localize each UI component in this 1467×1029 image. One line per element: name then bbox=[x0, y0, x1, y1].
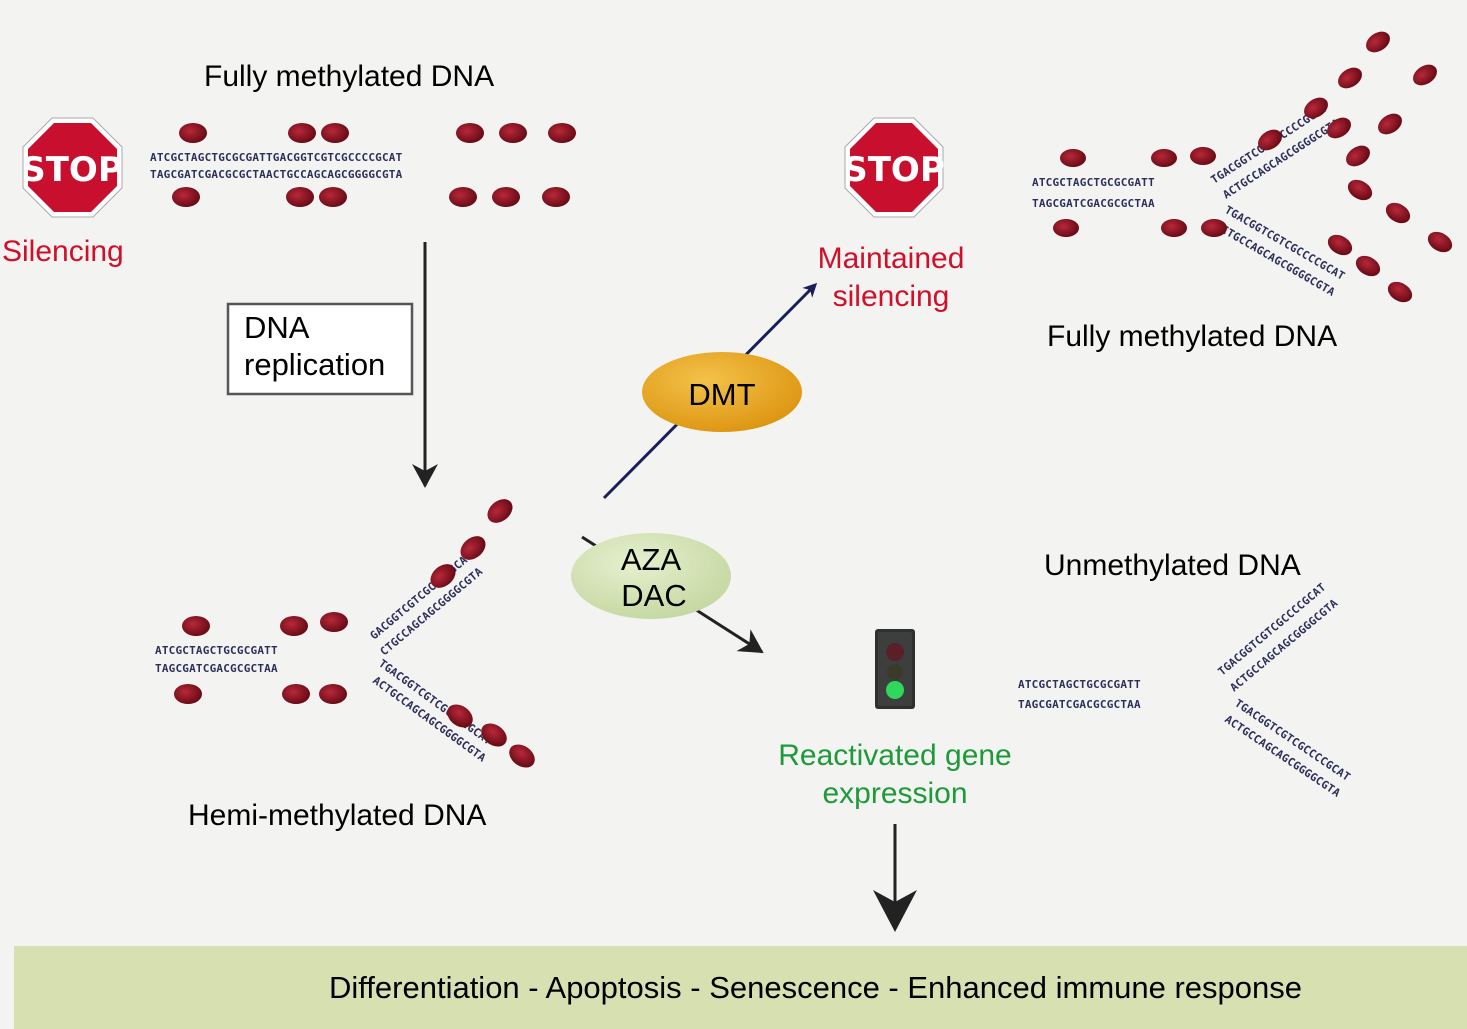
dmt-ellipse: DMT bbox=[642, 352, 802, 432]
fully-left-top-strand: ATCGCTAGCTGCGCGATT bbox=[1032, 176, 1155, 189]
outcomes-banner: Differentiation - Apoptosis - Senescence… bbox=[14, 946, 1467, 1029]
methyl-group bbox=[288, 123, 316, 143]
methyl-group bbox=[1387, 281, 1413, 303]
methyl-group bbox=[487, 499, 513, 523]
stop-sign-left: STOP bbox=[21, 117, 123, 218]
methyl-group bbox=[319, 684, 347, 704]
methyl-group bbox=[1327, 117, 1351, 139]
dna-replication-box: DNA replication bbox=[226, 302, 414, 396]
fully-methylated-title-top: Fully methylated DNA bbox=[204, 60, 494, 93]
methyl-group bbox=[280, 616, 308, 636]
methyl-group bbox=[1366, 31, 1390, 53]
methyl-group bbox=[449, 187, 477, 207]
methyl-group bbox=[509, 744, 535, 768]
silencing-label: Silencing bbox=[2, 235, 124, 268]
methyl-group bbox=[456, 123, 484, 143]
methyl-group bbox=[172, 187, 200, 207]
dna-replication-line2: replication bbox=[244, 347, 385, 382]
traffic-light-icon bbox=[875, 629, 915, 709]
dna-fork-fully-methylated: ATCGCTAGCTGCGCGATT TAGCGATCGACGCGCTAA TG… bbox=[1032, 31, 1453, 303]
methyl-group bbox=[182, 616, 210, 636]
methyl-group bbox=[1161, 219, 1187, 237]
methyl-group bbox=[286, 187, 314, 207]
methyl-group bbox=[319, 187, 347, 207]
methyl-group bbox=[430, 564, 456, 588]
methyl-group bbox=[1427, 231, 1453, 253]
methyl-group bbox=[321, 123, 349, 143]
maintained-silencing-line2: silencing bbox=[833, 280, 950, 313]
methyl-group bbox=[1355, 255, 1381, 277]
methyl-group bbox=[282, 684, 310, 704]
methyl-group bbox=[542, 187, 570, 207]
maintained-silencing-line1: Maintained bbox=[818, 242, 965, 275]
methyl-group bbox=[320, 612, 348, 632]
methyl-group bbox=[1304, 97, 1328, 119]
methyl-group bbox=[1190, 147, 1216, 165]
methyl-group bbox=[1201, 219, 1227, 237]
methyl-group bbox=[1385, 202, 1411, 224]
methyl-group bbox=[1378, 113, 1402, 135]
dna-fork-hemi: ATCGCTAGCTGCGCGATT TAGCGATCGACGCGCTAA GA… bbox=[155, 499, 535, 768]
dac-label: DAC bbox=[621, 578, 686, 613]
aza-dac-ellipse: AZA DAC bbox=[571, 533, 731, 619]
hemi-left-bottom-strand: TAGCGATCGACGCGCTAA bbox=[155, 662, 278, 675]
methyl-groups-hemi bbox=[174, 499, 535, 768]
aza-label: AZA bbox=[621, 542, 682, 577]
methyl-group bbox=[447, 704, 473, 728]
stop-sign-right-text: STOP bbox=[843, 150, 945, 190]
unmeth-left-bottom-strand: TAGCGATCGACGCGCTAA bbox=[1018, 698, 1141, 711]
methyl-group bbox=[1327, 234, 1353, 256]
methyl-group bbox=[1151, 149, 1177, 167]
methyl-group bbox=[1338, 67, 1362, 89]
dna-fork-unmethylated: ATCGCTAGCTGCGCGATT TAGCGATCGACGCGCTAA TG… bbox=[1018, 581, 1353, 800]
unmeth-left-top-strand: ATCGCTAGCTGCGCGATT bbox=[1018, 678, 1141, 691]
dna-replication-line1: DNA bbox=[244, 310, 310, 345]
methyl-groups-fully bbox=[1053, 31, 1453, 303]
fully-left-bottom-strand: TAGCGATCGACGCGCTAA bbox=[1032, 197, 1155, 210]
methyl-group bbox=[1347, 179, 1373, 201]
methyl-group bbox=[174, 684, 202, 704]
methyl-group bbox=[1346, 145, 1370, 167]
dna-bottom-strand: TAGCGATCGACGCGCTAACTGCCAGCAGCGGGGCGTA bbox=[150, 168, 403, 181]
hemi-branch-lower-c: TGACGGTCGTCGCCCCGCAT bbox=[376, 657, 494, 748]
methyl-groups-top bbox=[172, 123, 576, 207]
dmt-label: DMT bbox=[688, 377, 755, 412]
stop-sign-right: STOP bbox=[843, 117, 945, 218]
methyl-group bbox=[1413, 64, 1437, 86]
methyl-group bbox=[1060, 149, 1086, 167]
methyl-group bbox=[460, 536, 486, 560]
fully-methylated-title-right: Fully methylated DNA bbox=[1047, 320, 1337, 353]
stop-sign-left-text: STOP bbox=[21, 150, 123, 190]
unmethylated-title: Unmethylated DNA bbox=[1044, 549, 1301, 582]
methyl-group bbox=[1258, 129, 1282, 151]
methyl-group bbox=[179, 123, 207, 143]
methyl-group bbox=[548, 123, 576, 143]
methyl-group bbox=[499, 123, 527, 143]
methyl-group bbox=[1053, 219, 1079, 237]
dna-linear-top: ATCGCTAGCTGCGCGATTGACGGTCGTCGCCCCGCAT TA… bbox=[150, 123, 576, 207]
reactivated-line1: Reactivated gene bbox=[778, 739, 1012, 772]
hemi-left-top-strand: ATCGCTAGCTGCGCGATT bbox=[155, 644, 278, 657]
methyl-group bbox=[481, 723, 507, 747]
reactivated-line2: expression bbox=[822, 777, 967, 810]
methyl-group bbox=[492, 187, 520, 207]
outcomes-text: Differentiation - Apoptosis - Senescence… bbox=[328, 970, 1303, 1005]
dna-top-strand: ATCGCTAGCTGCGCGATTGACGGTCGTCGCCCCGCAT bbox=[150, 151, 403, 164]
hemi-methylated-title: Hemi-methylated DNA bbox=[188, 799, 486, 832]
